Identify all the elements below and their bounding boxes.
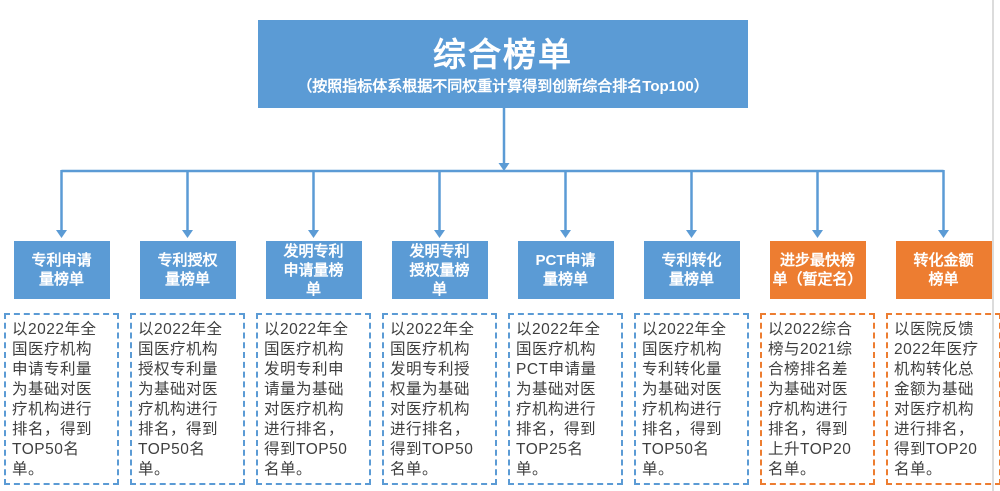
root-subtitle: （按照指标体系根据不同权重计算得到创新综合排名Top100）: [297, 77, 709, 95]
ranking-description: 以2022年全 国医疗机构 发明专利申 请量为基础 对医疗机构 进行排名， 得到…: [256, 313, 371, 485]
ranking-header: PCT申请 量榜单: [517, 241, 614, 299]
ranking-header: 专利转化 量榜单: [643, 241, 740, 299]
ranking-description: 以2022年全 国医疗机构 专利转化量 为基础对医 疗机构进行 排名，得到 TO…: [634, 313, 749, 485]
ranking-description: 以2022年全 国医疗机构 发明专利授 权量为基础 对医疗机构 进行排名， 得到…: [382, 313, 497, 485]
ranking-header: 转化金额 榜单: [895, 241, 992, 299]
ranking-description: 以医院反馈 2022年医疗 机构转化总 金额为基础 对医疗机构 进行排名， 得到…: [886, 313, 1000, 485]
ranking-description: 以2022综合 榜与2021综 合榜排名差 为基础对医 疗机构进行 排名，得到 …: [760, 313, 875, 485]
ranking-description: 以2022年全 国医疗机构 PCT申请量 为基础对医 疗机构进行 排名，得到 T…: [508, 313, 623, 485]
root-node: 综合榜单 （按照指标体系根据不同权重计算得到创新综合排名Top100）: [258, 20, 748, 108]
slide-right-edge: [992, 0, 994, 491]
ranking-description: 以2022年全 国医疗机构 授权专利量 为基础对医 疗机构进行 排名，得到 TO…: [130, 313, 245, 485]
ranking-header: 进步最快榜 单（暂定名）: [769, 241, 866, 299]
ranking-description: 以2022年全 国医疗机构 申请专利量 为基础对医 疗机构进行 排名，得到 TO…: [4, 313, 119, 485]
root-title: 综合榜单: [433, 35, 573, 73]
ranking-header: 发明专利 授权量榜 单: [391, 241, 488, 299]
ranking-header: 发明专利 申请量榜 单: [265, 241, 362, 299]
ranking-header: 专利申请 量榜单: [13, 241, 110, 299]
ranking-header: 专利授权 量榜单: [139, 241, 236, 299]
